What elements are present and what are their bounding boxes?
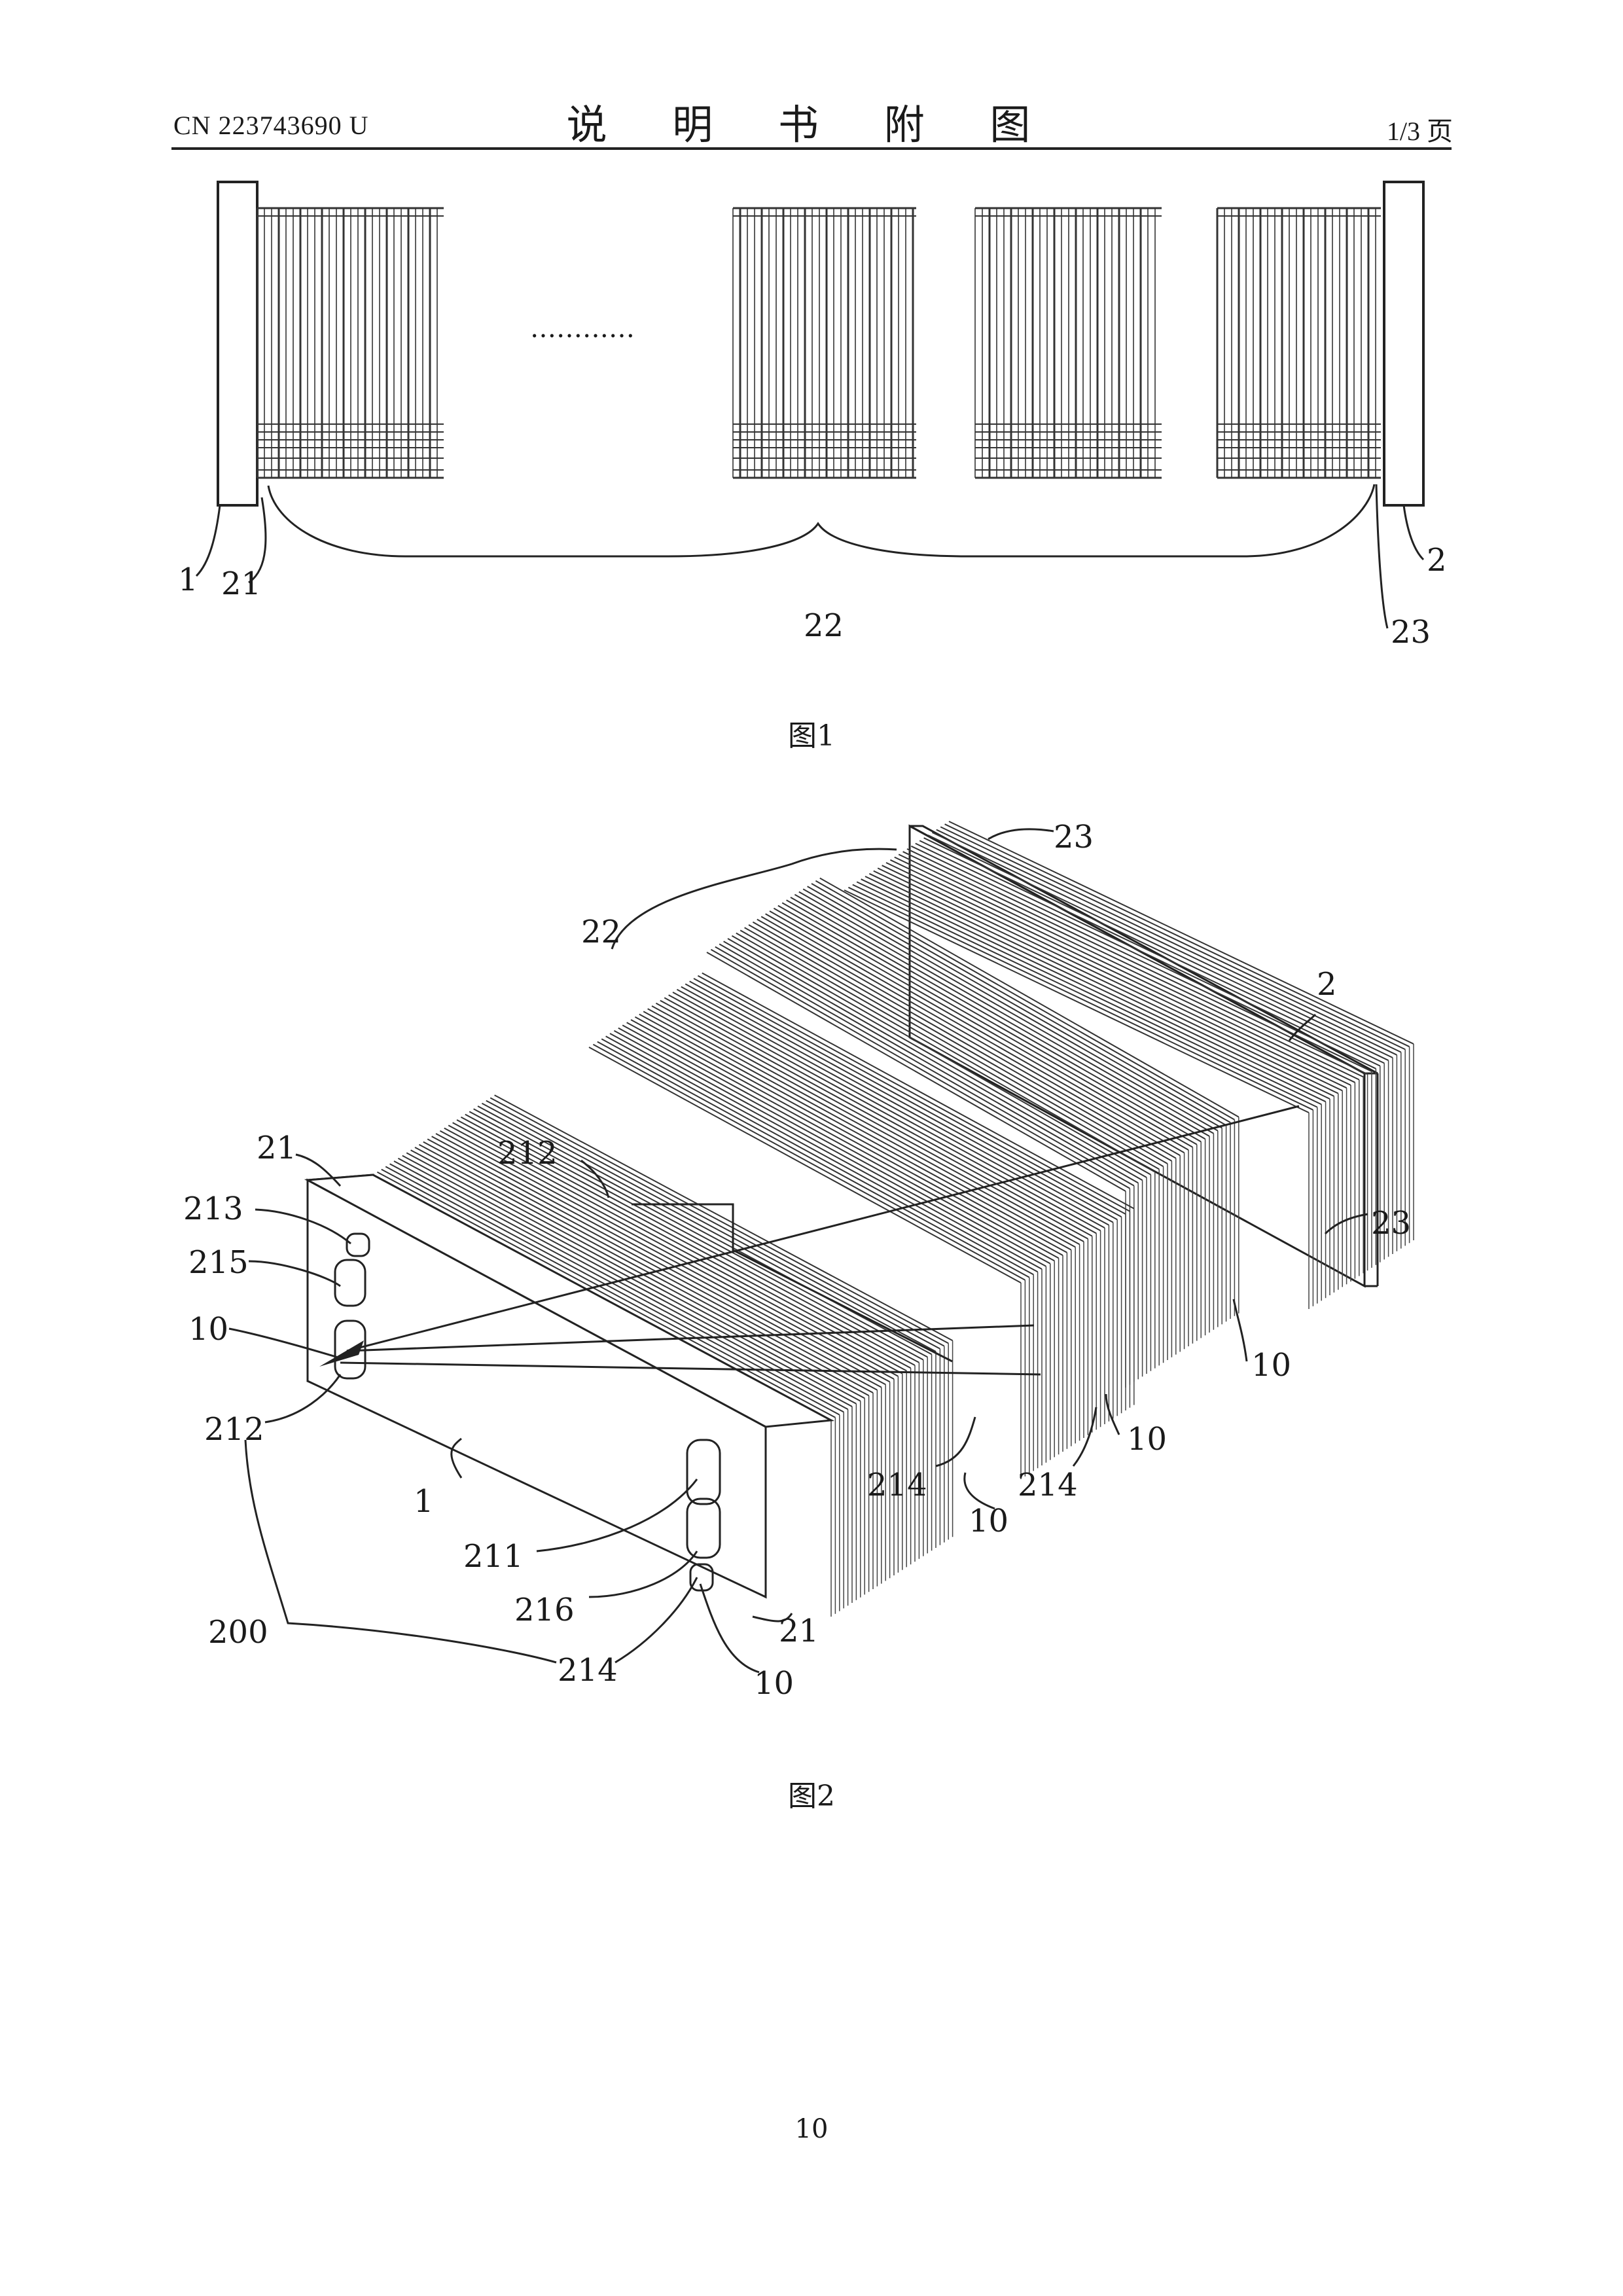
label-21-left: 21 xyxy=(257,1130,296,1166)
label-23-top: 23 xyxy=(1054,819,1094,855)
label-10-mid: 10 xyxy=(969,1503,1008,1539)
label-21-bottom: 21 xyxy=(779,1613,819,1649)
label-22: 22 xyxy=(581,914,621,950)
label-23-right: 23 xyxy=(1371,1205,1411,1242)
label-216: 216 xyxy=(514,1592,575,1628)
label-10-right: 10 xyxy=(1127,1421,1167,1458)
label-215: 215 xyxy=(188,1244,249,1281)
label-10-left: 10 xyxy=(188,1311,228,1348)
figure-2-caption: 图2 xyxy=(0,1772,1623,1814)
label-214-bottom: 214 xyxy=(558,1652,618,1689)
label-200: 200 xyxy=(208,1614,268,1651)
label-213: 213 xyxy=(183,1191,243,1227)
label-1: 1 xyxy=(414,1483,434,1520)
label-211: 211 xyxy=(463,1538,524,1575)
label-10-bottom: 10 xyxy=(754,1665,794,1702)
label-214-mid: 214 xyxy=(867,1467,927,1503)
label-10-far: 10 xyxy=(1251,1347,1291,1384)
figure-2: 23 22 2 21 212 213 215 10 212 1 211 216 … xyxy=(0,0,1623,1767)
label-2: 2 xyxy=(1317,966,1337,1003)
label-212-left: 212 xyxy=(204,1411,264,1448)
label-212-mid: 212 xyxy=(497,1135,558,1172)
label-214-right: 214 xyxy=(1018,1467,1078,1503)
page-number: 10 xyxy=(0,2114,1623,2144)
